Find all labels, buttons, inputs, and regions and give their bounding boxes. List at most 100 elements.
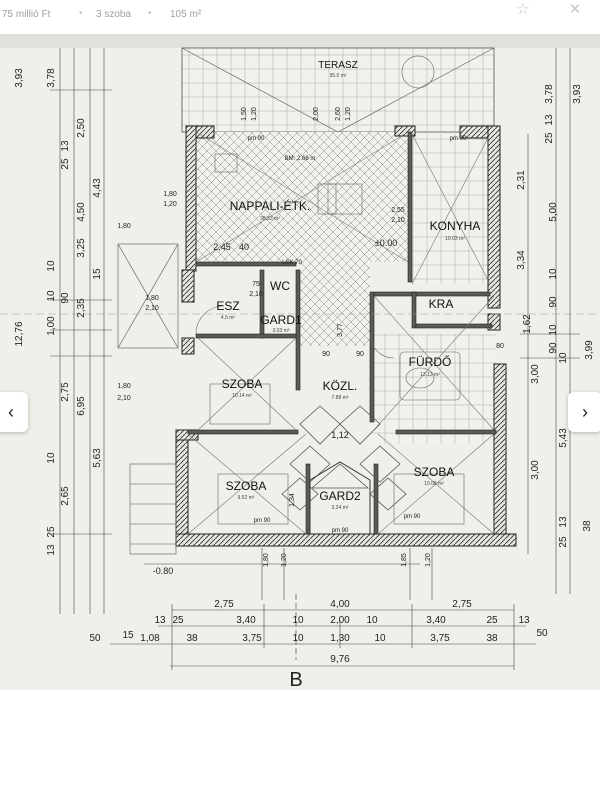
- dim-label: 10: [366, 615, 378, 626]
- dim-label: 3,34: [516, 250, 527, 270]
- chevron-left-icon[interactable]: ‹: [0, 392, 28, 432]
- dim-label: 1,80: [163, 191, 177, 198]
- dim-label: 1,50: [241, 107, 248, 121]
- dim-label: 40: [239, 242, 249, 252]
- level-mark: pm 90: [332, 528, 349, 534]
- dim-label: 2,75: [214, 599, 234, 610]
- level-mark: -0.80: [153, 566, 174, 576]
- dim-label: 1,62: [522, 314, 533, 334]
- dim-label: 3,99: [584, 340, 595, 360]
- room-label-konyha: KONYHA: [430, 219, 481, 233]
- dim-label: 10: [292, 615, 304, 626]
- dim-label: 3,78: [544, 84, 555, 104]
- dim-label: 5,00: [548, 202, 559, 222]
- close-icon[interactable]: ✕: [568, 1, 582, 18]
- dim-label: 10: [548, 324, 559, 336]
- room-label-szoba: SZOBA: [226, 479, 267, 493]
- dim-label: 13: [154, 615, 166, 626]
- listing-header: 75 millió Ft • 3 szoba • 105 m² ☆ ✕: [0, 0, 600, 34]
- dim-label: 2,75: [452, 599, 472, 610]
- dim-label: 25: [172, 615, 184, 626]
- level-mark: LSK 70: [282, 260, 302, 266]
- dim-label: 2,00: [313, 107, 320, 121]
- dim-label: 10: [46, 260, 57, 272]
- dim-label: 4,43: [92, 178, 103, 198]
- dim-label: 3,00: [530, 364, 541, 384]
- dim-label: 75: [252, 281, 260, 288]
- dim-label: 50: [89, 633, 101, 644]
- dim-label: 2,10: [391, 217, 405, 224]
- dim-label: 25: [486, 615, 498, 626]
- dim-label: 13: [46, 544, 57, 556]
- section-marker: B: [289, 669, 302, 690]
- room-label-esz: ESZ: [216, 299, 239, 313]
- dim-label: 2,10: [117, 395, 131, 402]
- dim-label: 2,45: [213, 242, 231, 252]
- dim-label: 5,43: [558, 428, 569, 448]
- dim-label: 4,50: [76, 202, 87, 222]
- dim-label: 6,95: [76, 396, 87, 416]
- star-icon[interactable]: ☆: [516, 1, 530, 18]
- dim-label: 25: [46, 526, 57, 538]
- page-background: [0, 690, 600, 800]
- room-area: 13.13 m²: [420, 372, 440, 378]
- dim-label: 1,30: [330, 633, 350, 644]
- room-label-terasz: TERASZ: [318, 60, 357, 71]
- floor-plan-photo: TERASZ 35.0 m² NAPPALI-ÉTK. 38.53 m² KON…: [0, 34, 600, 690]
- dim-label: 3,25: [76, 238, 87, 258]
- dim-label: 3,78: [46, 68, 57, 88]
- level-mark: pm 90: [450, 136, 467, 142]
- dim-label: 3,40: [426, 615, 446, 626]
- dim-label: 10: [292, 633, 304, 644]
- dim-label: 5,63: [92, 448, 103, 468]
- dim-label: 1,12: [331, 430, 349, 440]
- dim-label: 50: [536, 628, 548, 639]
- room-label-kra: KRA: [429, 297, 454, 311]
- dim-label: 90: [548, 342, 559, 354]
- level-mark: pm 90: [404, 514, 421, 520]
- separator: •: [148, 8, 152, 19]
- dim-label: 38: [486, 633, 498, 644]
- dim-label: 1,85: [401, 553, 408, 567]
- dim-label: 2,31: [516, 170, 527, 190]
- dim-label: 15: [92, 268, 103, 280]
- room-area: 9.52 m²: [238, 495, 255, 501]
- dim-label: 3,40: [236, 615, 256, 626]
- dim-label: 1,20: [345, 107, 352, 121]
- dim-label: 10: [548, 268, 559, 280]
- dim-label: 10: [46, 452, 57, 464]
- dim-label: 38: [186, 633, 198, 644]
- dim-label: 9,76: [330, 654, 350, 665]
- dim-label: 3,93: [14, 68, 25, 88]
- level-mark: ±0.00: [375, 238, 397, 248]
- dim-label: 4,00: [330, 599, 350, 610]
- dim-label: 2,65: [60, 486, 71, 506]
- room-area: 3.24 m²: [332, 505, 349, 511]
- dim-label: 25: [558, 536, 569, 548]
- separator: •: [79, 8, 83, 19]
- dim-label: 1,80: [145, 295, 159, 302]
- chevron-right-icon[interactable]: ›: [568, 392, 600, 432]
- dim-label: 10: [46, 290, 57, 302]
- dim-label: 13: [518, 615, 530, 626]
- dim-label: 3,00: [530, 460, 541, 480]
- dim-label: 13: [60, 140, 71, 152]
- room-label-nappali: NAPPALI-ÉTK.: [230, 198, 310, 213]
- level-mark: BM: 2.66 m: [285, 156, 316, 162]
- dim-label: 90: [356, 351, 364, 358]
- dim-label: 2,55: [391, 207, 405, 214]
- dim-label: 2,60: [335, 107, 342, 121]
- dim-label: 2,75: [60, 382, 71, 402]
- dim-label: 1,00: [46, 316, 57, 336]
- room-label-kozl: KÖZL.: [323, 379, 358, 393]
- dim-label: 13: [544, 114, 555, 126]
- dim-label: 3,75: [430, 633, 450, 644]
- dim-label: 2,35: [76, 298, 87, 318]
- rooms-label: 3 szoba: [96, 9, 132, 20]
- room-label-wc: WC: [270, 279, 290, 293]
- dim-label: 3,93: [572, 84, 583, 104]
- dim-label: 2,00: [330, 615, 350, 626]
- dim-label: 1,20: [163, 201, 177, 208]
- dim-label: 1,20: [425, 553, 432, 567]
- dim-label: 3,75: [242, 633, 262, 644]
